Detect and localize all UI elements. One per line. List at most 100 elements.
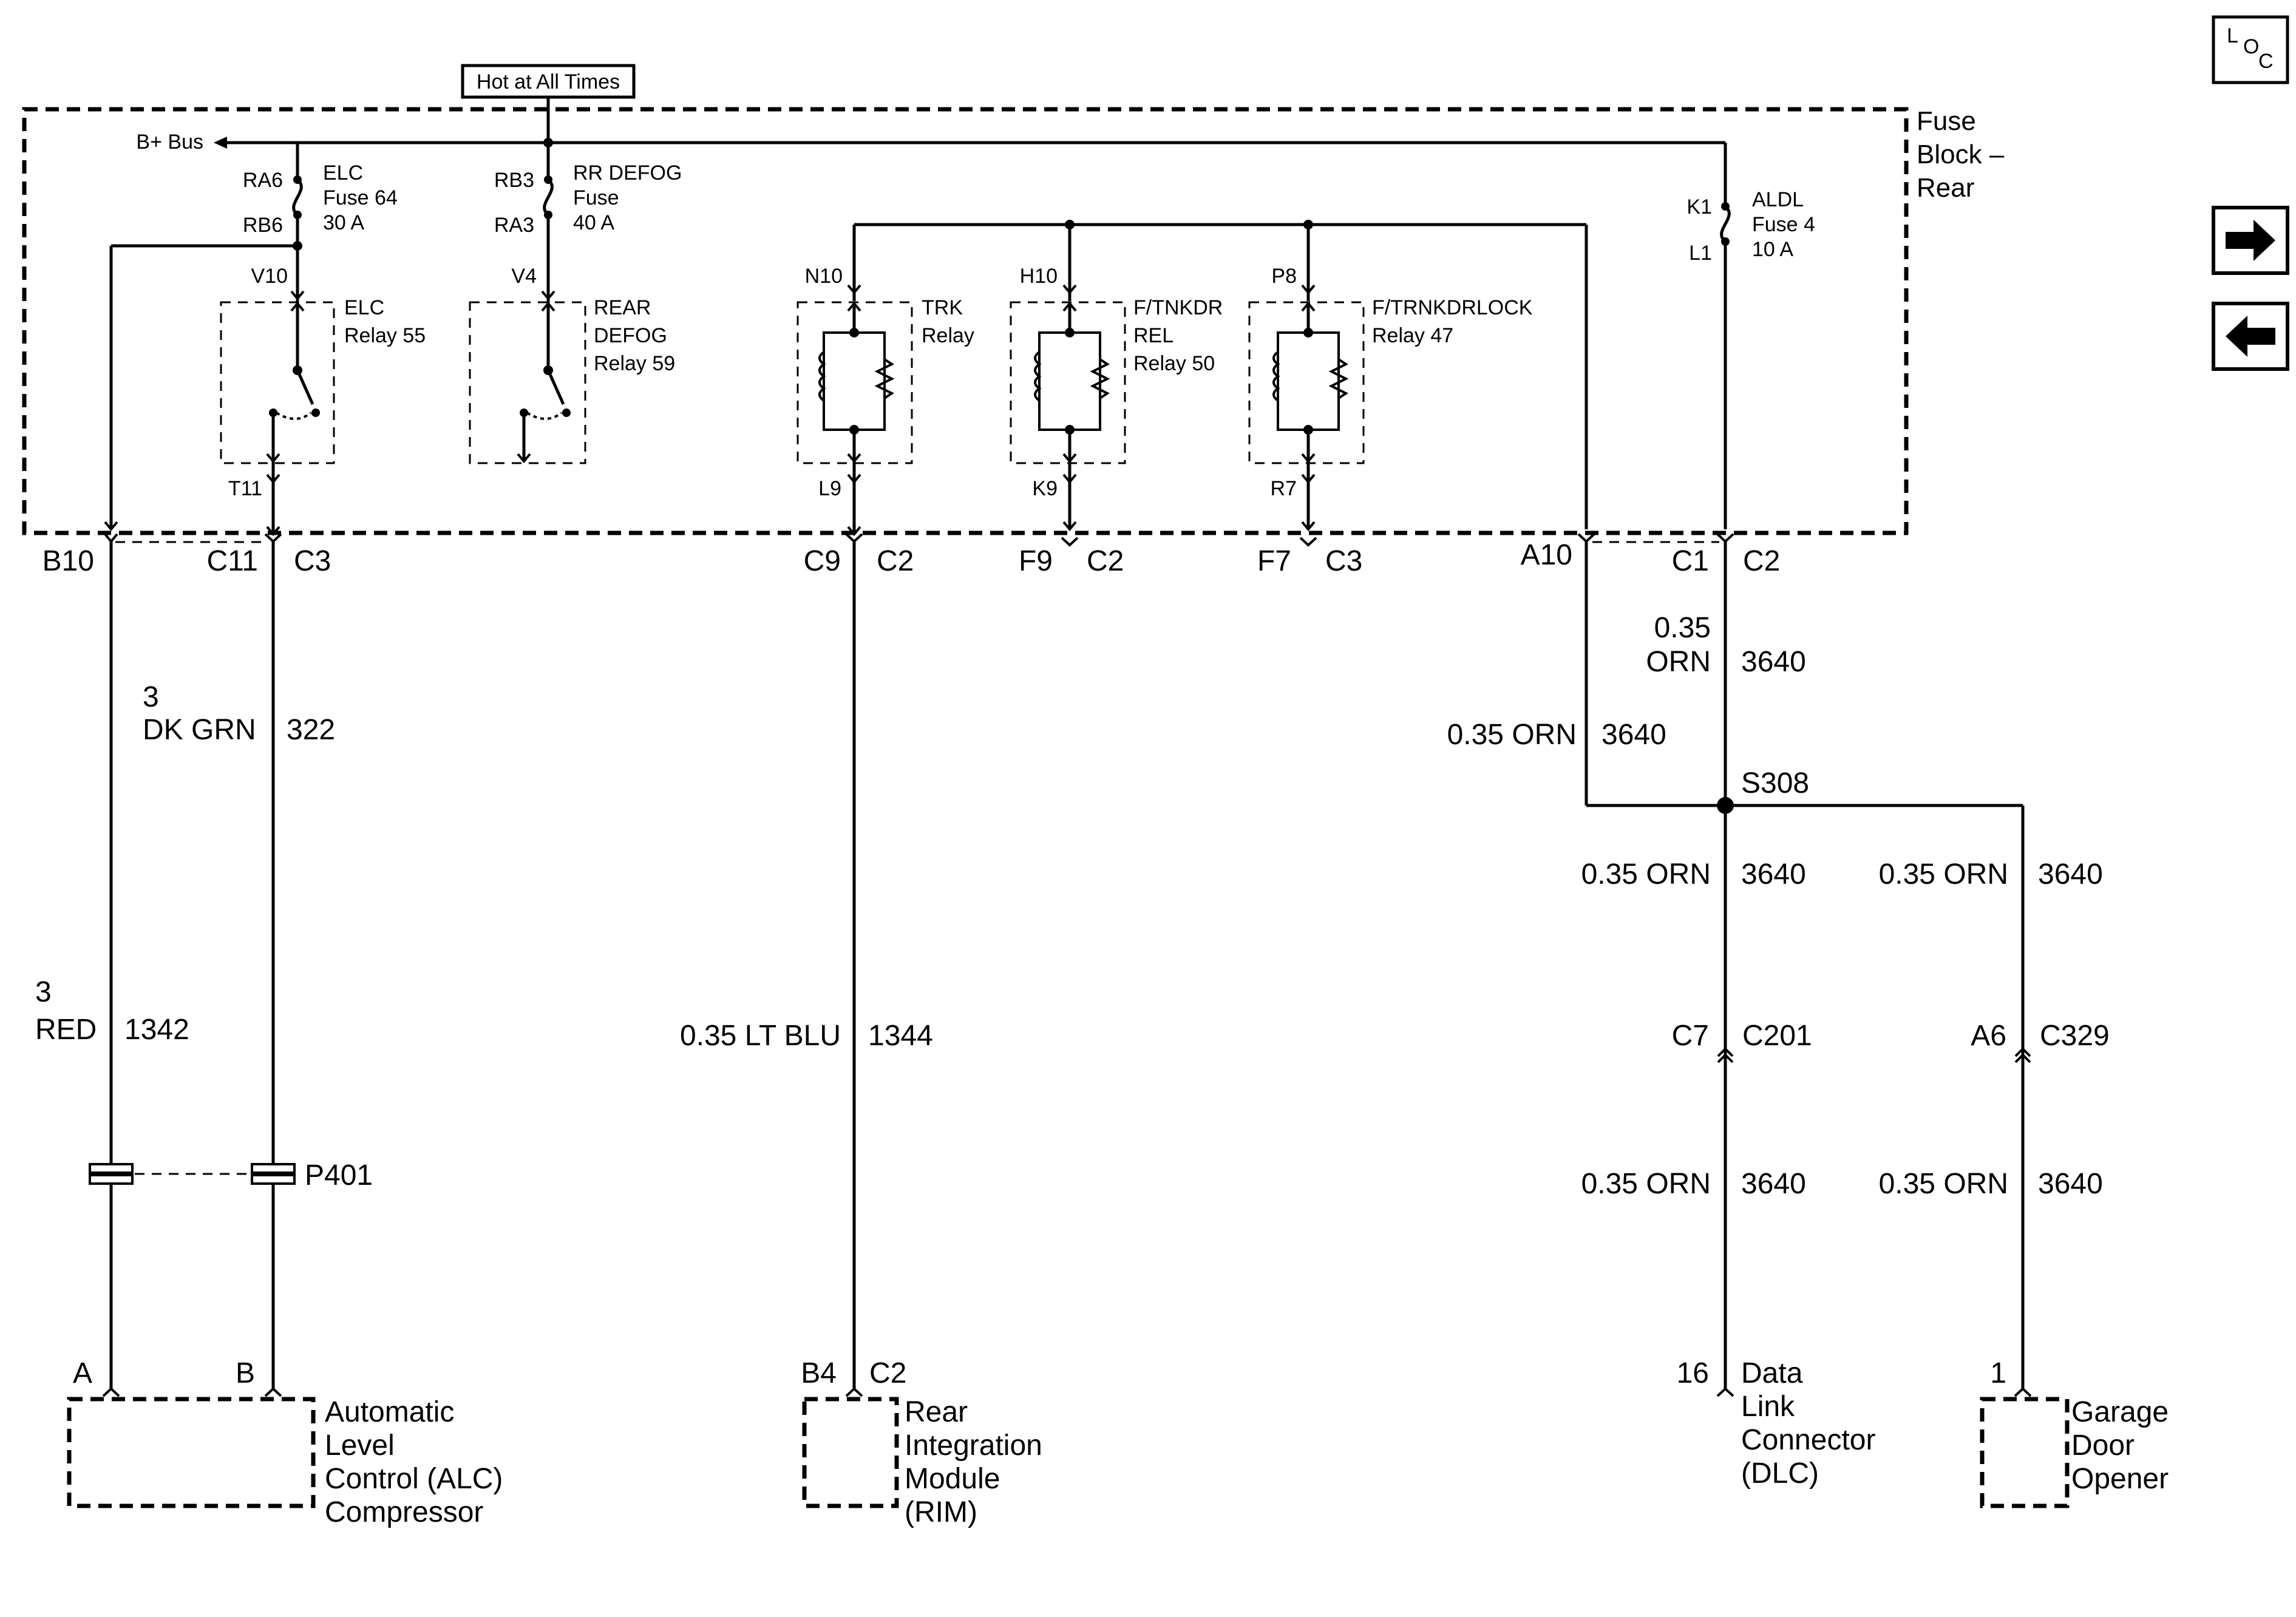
svg-text:L1: L1 bbox=[1689, 242, 1712, 265]
svg-text:3640: 3640 bbox=[1741, 646, 1806, 678]
svg-text:Garage: Garage bbox=[2071, 1396, 2169, 1428]
svg-text:Data: Data bbox=[1741, 1357, 1803, 1389]
svg-text:0.35 ORN: 0.35 ORN bbox=[1447, 719, 1577, 751]
wire-1344-label: 0.35 LT BLU 1344 bbox=[680, 1020, 933, 1052]
svg-text:C3: C3 bbox=[1325, 545, 1362, 577]
svg-text:Rear: Rear bbox=[1917, 173, 1974, 203]
svg-text:A: A bbox=[73, 1357, 92, 1389]
splice-label: S308 bbox=[1741, 767, 1809, 799]
arrow-right-icon bbox=[2226, 220, 2275, 261]
p401-connector: P401 bbox=[89, 1159, 373, 1192]
svg-text:C2: C2 bbox=[1743, 545, 1780, 577]
svg-text:3640: 3640 bbox=[1601, 719, 1666, 751]
rear-integration-module: B4 C2 Rear Integration Module (RIM) bbox=[801, 1357, 1042, 1528]
svg-text:ELC: ELC bbox=[323, 161, 363, 185]
svg-text:Level: Level bbox=[325, 1429, 395, 1462]
svg-text:Control (ALC): Control (ALC) bbox=[325, 1463, 503, 1495]
component-pins bbox=[102, 1387, 2032, 1397]
elc-relay-55: ELC Relay 55 T11 bbox=[220, 290, 426, 537]
svg-text:R7: R7 bbox=[1271, 477, 1297, 500]
fuse-block-rear bbox=[22, 107, 1909, 535]
svg-text:1: 1 bbox=[1990, 1357, 2006, 1389]
svg-text:A10: A10 bbox=[1521, 539, 1572, 571]
svg-text:C2: C2 bbox=[1087, 545, 1124, 577]
svg-text:ORN: ORN bbox=[1646, 646, 1711, 678]
prev-button[interactable] bbox=[2212, 302, 2289, 371]
svg-text:(DLC): (DLC) bbox=[1741, 1457, 1819, 1490]
arrow-left-icon bbox=[2226, 316, 2275, 357]
svg-text:3640: 3640 bbox=[1741, 858, 1806, 890]
c329-connector: A6 C329 bbox=[1971, 1020, 2110, 1063]
data-link-connector: 16 Data Link Connector (DLC) bbox=[1677, 1357, 1876, 1490]
splice-s308 bbox=[1717, 797, 1734, 814]
svg-text:B10: B10 bbox=[42, 545, 94, 577]
svg-text:P8: P8 bbox=[1271, 265, 1297, 288]
svg-text:Fuse 64: Fuse 64 bbox=[323, 186, 398, 209]
svg-text:16: 16 bbox=[1677, 1357, 1709, 1389]
block-connectors: B10 C11 C3 C9 C2 F9 C2 F7 C3 A10 C1 C2 bbox=[42, 533, 1780, 577]
svg-text:RB3: RB3 bbox=[494, 169, 534, 192]
svg-text:C7: C7 bbox=[1672, 1020, 1709, 1052]
svg-text:Relay: Relay bbox=[922, 324, 974, 347]
svg-text:K1: K1 bbox=[1686, 195, 1712, 219]
svg-text:Module: Module bbox=[905, 1463, 1000, 1495]
svg-text:0.35 ORN: 0.35 ORN bbox=[1581, 858, 1711, 890]
svg-text:10 A: 10 A bbox=[1752, 238, 1793, 261]
bus-arrow-icon bbox=[214, 137, 227, 149]
svg-text:F9: F9 bbox=[1019, 545, 1053, 577]
c201-connector: C7 C201 bbox=[1672, 1020, 1812, 1063]
bus-label: B+ Bus bbox=[136, 131, 203, 154]
svg-text:C11: C11 bbox=[207, 545, 259, 577]
svg-text:TRK: TRK bbox=[922, 296, 963, 319]
svg-text:3: 3 bbox=[35, 976, 52, 1008]
svg-text:Relay 50: Relay 50 bbox=[1133, 352, 1215, 375]
trk-relay: N10 TRK Relay L9 bbox=[796, 265, 974, 537]
svg-text:ELC: ELC bbox=[344, 296, 384, 319]
svg-text:B: B bbox=[236, 1357, 255, 1389]
svg-text:P401: P401 bbox=[305, 1159, 373, 1192]
svg-text:Hot at All Times: Hot at All Times bbox=[477, 70, 620, 93]
svg-text:B4: B4 bbox=[801, 1357, 837, 1389]
hot-at-all-times-label: Hot at All Times bbox=[461, 64, 636, 99]
svg-text:1344: 1344 bbox=[868, 1020, 933, 1052]
wire-3640-a10-label: 0.35 ORN 3640 bbox=[1447, 719, 1666, 751]
svg-text:0.35 ORN: 0.35 ORN bbox=[1581, 1168, 1711, 1200]
svg-text:DEFOG: DEFOG bbox=[594, 324, 667, 347]
svg-text:C1: C1 bbox=[1672, 545, 1709, 577]
svg-text:RR DEFOG: RR DEFOG bbox=[573, 161, 682, 185]
svg-text:Relay 47: Relay 47 bbox=[1372, 324, 1453, 347]
svg-text:RB6: RB6 bbox=[243, 214, 283, 237]
fuse-64-labels: RA6 RB6 ELC Fuse 64 30 A V10 bbox=[243, 161, 398, 288]
svg-text:T11: T11 bbox=[228, 477, 262, 500]
svg-text:Fuse: Fuse bbox=[573, 186, 619, 209]
svg-text:0.35 ORN: 0.35 ORN bbox=[1879, 858, 2008, 890]
svg-text:Link: Link bbox=[1741, 1391, 1795, 1423]
wire-3640-gdo-lower-label: 0.35 ORN 3640 bbox=[1879, 1168, 2103, 1200]
svg-text:Relay 55: Relay 55 bbox=[344, 324, 426, 347]
alc-compressor: A B Automatic Level Control (ALC) Compre… bbox=[67, 1357, 503, 1528]
svg-text:A6: A6 bbox=[1971, 1020, 2006, 1052]
svg-text:F/TRNKDRLOCK: F/TRNKDRLOCK bbox=[1372, 296, 1533, 319]
svg-text:RA3: RA3 bbox=[494, 214, 534, 237]
svg-text:Automatic: Automatic bbox=[325, 1396, 454, 1428]
svg-text:F/TNKDR: F/TNKDR bbox=[1133, 296, 1223, 319]
rr-defog-fuse-symbol bbox=[543, 178, 554, 216]
svg-text:0.35: 0.35 bbox=[1654, 612, 1711, 644]
svg-text:RED: RED bbox=[35, 1014, 97, 1046]
svg-text:Compressor: Compressor bbox=[325, 1496, 483, 1528]
loc-button[interactable]: L O C bbox=[2212, 15, 2289, 84]
svg-text:Rear: Rear bbox=[905, 1396, 968, 1428]
rr-defog-fuse-labels: RB3 RA3 RR DEFOG Fuse 40 A V4 bbox=[494, 161, 682, 288]
svg-text:L9: L9 bbox=[818, 477, 841, 500]
fuse-4-labels: K1 L1 ALDL Fuse 4 10 A bbox=[1686, 188, 1815, 265]
svg-text:REL: REL bbox=[1133, 324, 1173, 347]
next-button[interactable] bbox=[2212, 206, 2289, 275]
svg-text:Block –: Block – bbox=[1917, 140, 2005, 169]
svg-text:C201: C201 bbox=[1742, 1020, 1812, 1052]
svg-text:Door: Door bbox=[2071, 1429, 2135, 1462]
f-tnkdr-rel-relay-50: H10 F/TNKDR REL Relay 50 K9 bbox=[1010, 265, 1223, 532]
svg-text:30 A: 30 A bbox=[323, 211, 364, 234]
wire-1342-label: 3 RED 1342 bbox=[35, 976, 189, 1046]
garage-door-opener: 1 Garage Door Opener bbox=[1980, 1357, 2169, 1508]
